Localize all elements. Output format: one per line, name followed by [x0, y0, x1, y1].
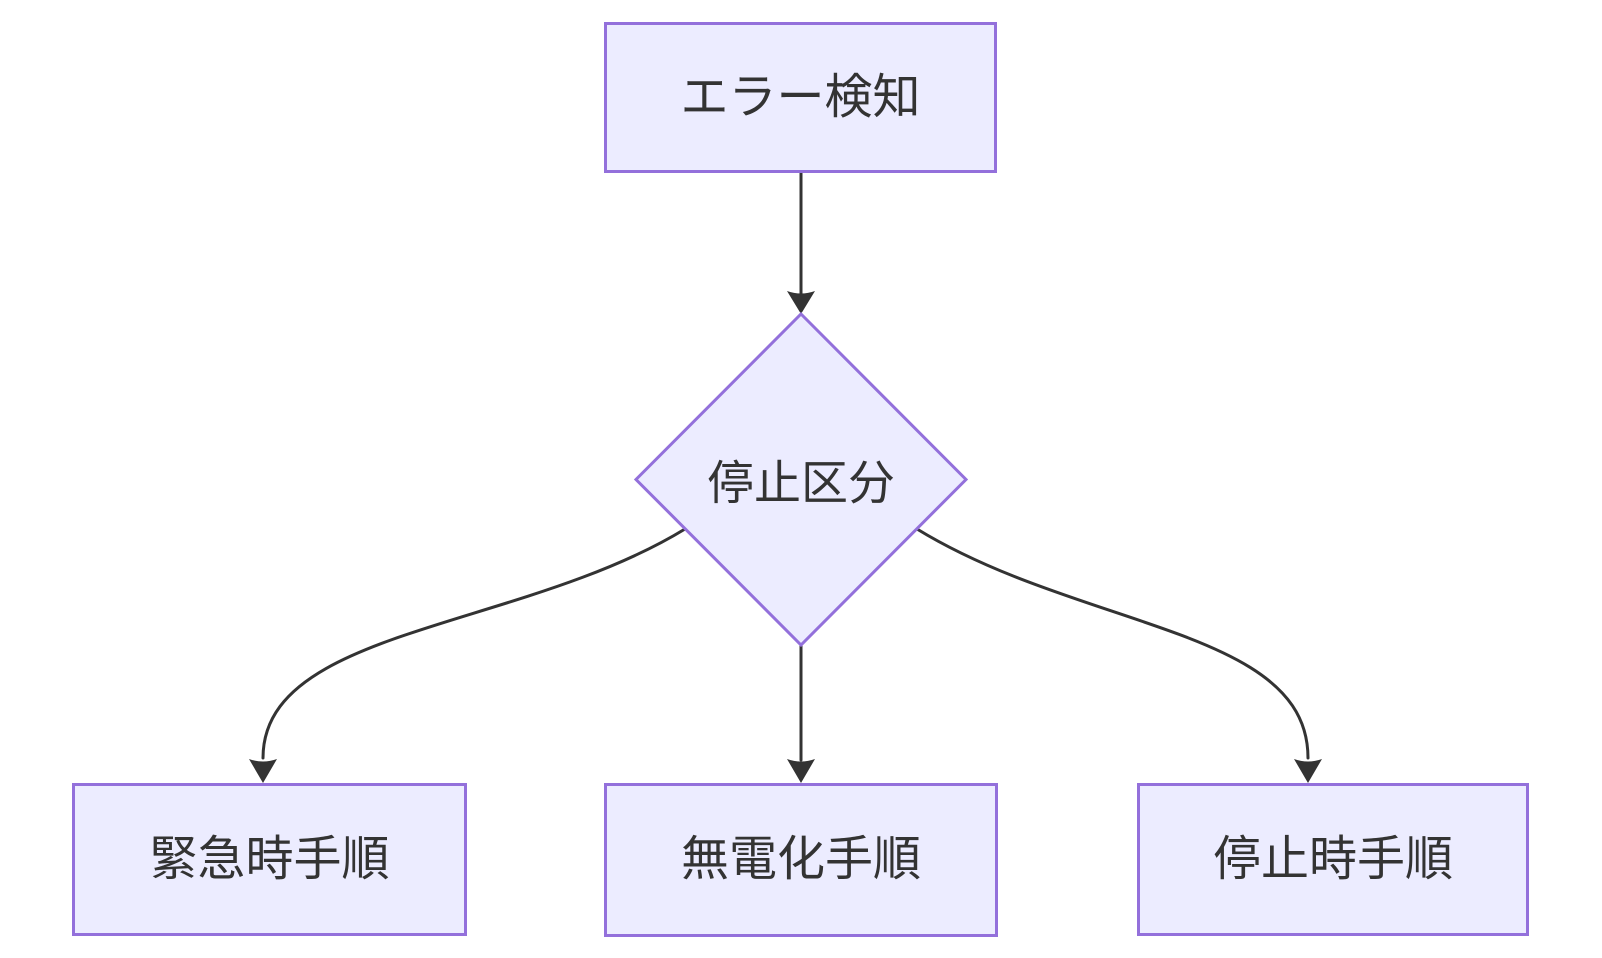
node-depower-procedure: 無電化手順 [604, 783, 998, 937]
node-stop-procedure: 停止時手順 [1137, 783, 1529, 936]
arrowhead-decision-to-depower [787, 759, 815, 783]
node-error-detection-label: エラー検知 [680, 70, 921, 124]
node-depower-procedure-label: 無電化手順 [680, 833, 921, 887]
node-stop-procedure-label: 停止時手順 [1212, 832, 1453, 886]
edge-decision-to-emergency [261, 527, 687, 760]
decision-diamond-shape [633, 311, 969, 648]
node-stop-decision-label: 停止区分 [707, 456, 895, 510]
arrowhead-error-to-decision [787, 291, 815, 314]
arrowhead-decision-to-emergency [249, 759, 277, 783]
node-emergency-procedure: 緊急時手順 [72, 783, 467, 936]
edge-decision-to-stop [915, 527, 1310, 760]
node-error-detection: エラー検知 [604, 22, 997, 173]
arrowhead-decision-to-stop [1294, 759, 1322, 783]
node-emergency-procedure-label: 緊急時手順 [149, 832, 390, 886]
